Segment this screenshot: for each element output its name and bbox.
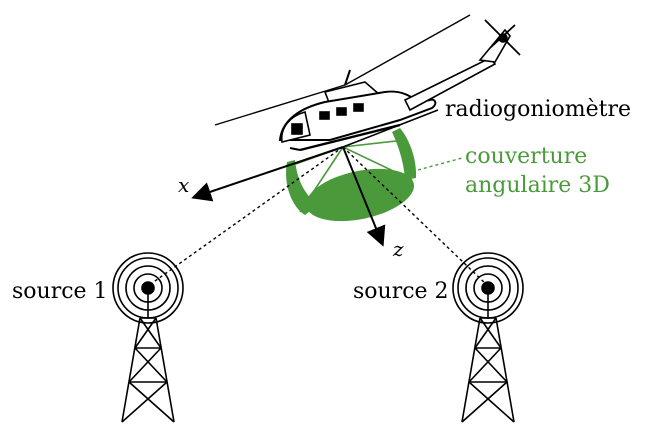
radio-tower-icon bbox=[452, 252, 524, 423]
coverage-label-line1: couverture bbox=[465, 144, 587, 169]
direction-finder-label: radiogoniomètre bbox=[445, 97, 631, 122]
coverage-label-line2: angulaire 3D bbox=[465, 173, 610, 198]
helicopter-icon bbox=[214, 14, 521, 152]
source2-label: source 2 bbox=[353, 279, 449, 304]
axes bbox=[191, 146, 386, 247]
source1-label: source 1 bbox=[12, 279, 108, 304]
direction-finder-leader bbox=[342, 109, 439, 148]
x-axis-label: x bbox=[178, 173, 189, 197]
angular-coverage-cone bbox=[286, 128, 463, 222]
z-axis-label: z bbox=[392, 237, 404, 261]
z-axis-arrow bbox=[342, 146, 386, 247]
x-axis-arrow bbox=[191, 146, 344, 202]
radio-tower-icon bbox=[112, 252, 184, 423]
line-of-sight-source1 bbox=[147, 146, 344, 287]
